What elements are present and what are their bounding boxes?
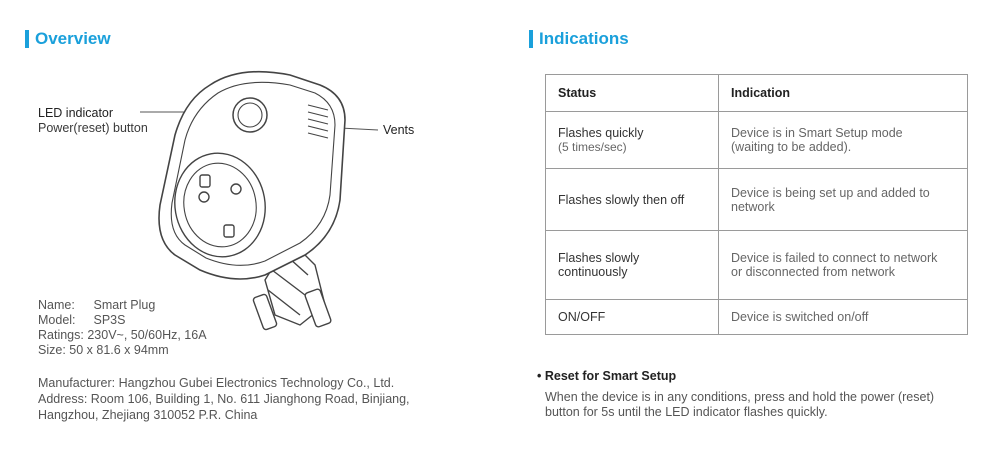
smart-plug-illustration	[140, 70, 379, 331]
vents-leader-line	[339, 127, 379, 131]
spec-key: Name:	[38, 298, 75, 312]
indication-text: Device is switched on/off	[731, 310, 869, 324]
heading-accent-bar	[25, 30, 29, 48]
spec-value: 230V~, 50/60Hz, 16A	[87, 328, 207, 342]
indications-heading-text: Indications	[539, 29, 629, 48]
spec-key: Ratings:	[38, 328, 84, 342]
status-text: Flashes slowly then off	[558, 192, 685, 207]
spec-value: Smart Plug	[93, 298, 156, 312]
indications-heading: Indications	[529, 29, 629, 49]
spec-row-size: Size: 50 x 81.6 x 94mm	[38, 343, 207, 358]
address-line: Hangzhou, Zhejiang 310052 P.R. China	[38, 408, 258, 422]
indications-table: Status Indication Flashes quickly (5 tim…	[545, 74, 968, 335]
socket-face	[174, 152, 266, 258]
led-indicator-label: LED indicator	[38, 106, 114, 120]
indication-cell: Device is switched on/off	[718, 299, 968, 335]
indication-cell: Device is being set up and added to netw…	[718, 168, 968, 231]
overview-heading: Overview	[25, 29, 111, 49]
spec-value: 50 x 81.6 x 94mm	[69, 343, 169, 357]
indication-text: Device is being set up and added to	[731, 185, 930, 200]
heading-accent-bar	[529, 30, 533, 48]
indication-text: network	[731, 199, 775, 214]
status-note: (5 times/sec)	[558, 140, 627, 154]
column-header-status: Status	[545, 74, 719, 112]
indication-text: or disconnected from network	[731, 265, 895, 279]
spec-key: Model:	[38, 313, 76, 327]
spec-row-model: Model: SP3S	[38, 313, 207, 328]
indication-text: Device is failed to connect to network	[731, 251, 938, 265]
vents	[307, 104, 329, 139]
status-cell: Flashes slowly continuously	[545, 230, 719, 300]
status-cell: Flashes quickly (5 times/sec)	[545, 111, 719, 169]
manufacturer-line: Manufacturer: Hangzhou Gubei Electronics…	[38, 376, 395, 390]
indication-text: (waiting to be added).	[731, 140, 852, 154]
status-cell: Flashes slowly then off	[545, 168, 719, 231]
table-row: Flashes quickly (5 times/sec) Device is …	[545, 111, 968, 169]
column-header-indication: Indication	[718, 74, 968, 112]
status-text: Flashes slowly	[558, 251, 640, 265]
indication-cell: Device is failed to connect to network o…	[718, 230, 968, 300]
status-text: Flashes quickly	[558, 126, 644, 140]
spec-value: SP3S	[93, 313, 126, 327]
spec-row-name: Name: Smart Plug	[38, 298, 207, 313]
reset-section-title: • Reset for Smart Setup	[537, 369, 676, 383]
status-cell: ON/OFF	[545, 299, 719, 335]
spec-row-ratings: Ratings: 230V~, 50/60Hz, 16A	[38, 328, 207, 343]
reset-title-text: Reset for Smart Setup	[544, 369, 677, 383]
table-header-row: Status Indication	[545, 74, 968, 112]
table-row: Flashes slowly then off Device is being …	[545, 168, 968, 231]
bullet-icon: •	[537, 369, 542, 383]
spec-block: Name: Smart Plug Model: SP3S Ratings: 23…	[38, 298, 207, 358]
indication-text: Device is in Smart Setup mode	[731, 126, 903, 140]
status-text: ON/OFF	[558, 310, 606, 324]
reset-instructions: When the device is in any conditions, pr…	[545, 390, 965, 420]
overview-heading-text: Overview	[35, 29, 111, 48]
spec-key: Size:	[38, 343, 66, 357]
indication-cell: Device is in Smart Setup mode (waiting t…	[718, 111, 968, 169]
status-text: continuously	[558, 265, 628, 279]
table-row: ON/OFF Device is switched on/off	[545, 299, 968, 335]
manufacturer-block: Manufacturer: Hangzhou Gubei Electronics…	[38, 376, 410, 424]
table-row: Flashes slowly continuously Device is fa…	[545, 230, 968, 300]
reset-text: button for 5s until the LED indicator fl…	[545, 405, 828, 419]
address-line: Address: Room 106, Building 1, No. 611 J…	[38, 392, 410, 406]
power-button-label: Power(reset) button	[38, 121, 148, 135]
power-button	[232, 97, 268, 133]
vents-label: Vents	[383, 123, 415, 137]
reset-text: When the device is in any conditions, pr…	[545, 390, 935, 404]
